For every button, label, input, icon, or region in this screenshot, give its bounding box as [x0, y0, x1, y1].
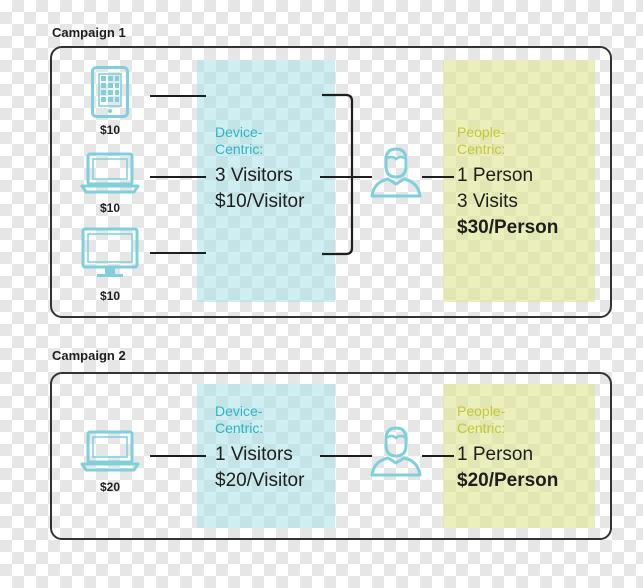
people-person-count: 1 Person	[457, 165, 534, 186]
device-cost-per-visitor: $20/Visitor	[215, 470, 305, 491]
laptop-icon	[80, 430, 140, 472]
connector-line	[320, 176, 372, 178]
people-centric-heading: People- Centric:	[457, 403, 506, 436]
device-centric-heading: Device- Centric:	[215, 124, 264, 157]
people-cost-per-person: $30/Person	[457, 217, 559, 238]
connector-line	[150, 95, 206, 97]
device-visitors: 1 Visitors	[215, 444, 293, 465]
bracket-connector	[322, 93, 354, 256]
device-price: $10	[99, 201, 121, 215]
laptop-icon	[80, 152, 140, 194]
device-visitors: 3 Visitors	[215, 165, 293, 186]
monitor-icon	[81, 227, 139, 277]
device-centric-band	[197, 60, 335, 302]
campaign-1-title: Campaign 1	[52, 25, 126, 40]
people-centric-band	[443, 60, 595, 302]
campaign-2-panel	[50, 372, 612, 540]
device-price: $20	[99, 480, 121, 494]
device-centric-band	[197, 384, 335, 528]
people-cost-per-person: $20/Person	[457, 470, 559, 491]
device-centric-heading: Device- Centric:	[215, 403, 264, 436]
people-centric-band	[443, 384, 595, 528]
connector-line	[150, 455, 206, 457]
person-icon	[370, 426, 422, 477]
device-price: $10	[99, 123, 121, 137]
person-icon	[370, 147, 422, 198]
connector-line	[320, 455, 372, 457]
campaign-1-panel	[50, 46, 612, 318]
campaign-2-title: Campaign 2	[52, 348, 126, 363]
connector-line	[150, 252, 206, 254]
connector-line	[150, 176, 206, 178]
tablet-icon	[91, 66, 129, 118]
device-cost-per-visitor: $10/Visitor	[215, 191, 305, 212]
people-centric-heading: People- Centric:	[457, 124, 506, 157]
people-visits: 3 Visits	[457, 191, 518, 212]
connector-line	[422, 176, 454, 178]
people-person-count: 1 Person	[457, 444, 534, 465]
device-price: $10	[99, 289, 121, 303]
connector-line	[422, 455, 454, 457]
